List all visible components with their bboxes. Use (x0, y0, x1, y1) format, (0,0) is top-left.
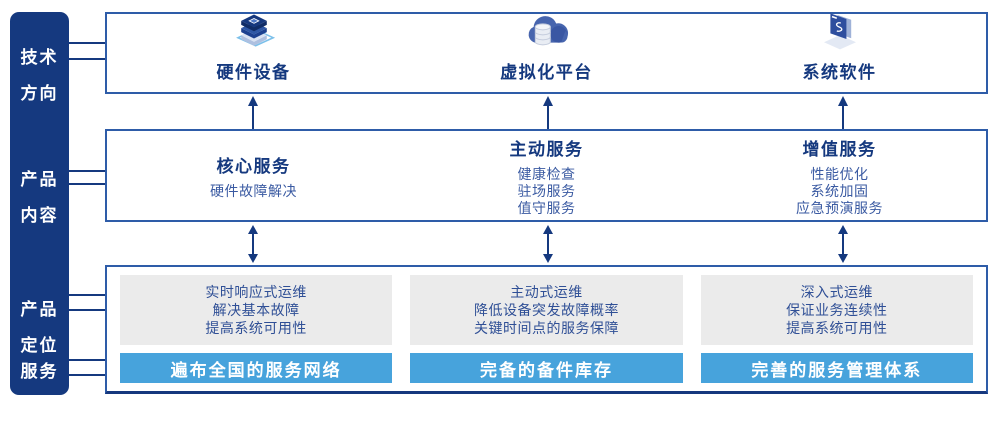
advantage-bar: 完备的备件库存 (410, 353, 683, 383)
sidebar-label-tech-direction: 技术 方向 (10, 31, 69, 121)
sidebar-label-line: 服务 (20, 362, 59, 381)
service-item: 健康检查 (517, 165, 576, 182)
connector-line (69, 374, 106, 376)
double-arrow (246, 225, 260, 263)
sidebar-label-line: 内容 (20, 206, 59, 225)
sidebar-label-line: 方向 (20, 84, 59, 103)
service-column-proactive: 主动服务 健康检查 驻场服务 值守服务 (400, 131, 693, 220)
positioning-panel: 主动式运维 降低设备突发故障概率 关键时间点的服务保障 (410, 275, 683, 345)
product-content-panel: 核心服务 硬件故障解决 主动服务 健康检查 驻场服务 值守服务 增值服务 性能优… (105, 129, 988, 222)
connector-line (69, 183, 106, 185)
service-title: 增值服务 (802, 139, 877, 159)
positioning-line: 降低设备突发故障概率 (473, 302, 619, 318)
category-sidebar: 技术 方向 产品 内容 产品 定位 服务 优势 (10, 12, 69, 417)
service-item: 值守服务 (517, 199, 576, 216)
advantage-bar: 完善的服务管理体系 (700, 353, 973, 383)
service-item: 应急预演服务 (796, 199, 883, 216)
positioning-line: 深入式运维 (800, 284, 874, 300)
connector-line (69, 294, 106, 296)
positioning-line: 提高系统可用性 (205, 320, 307, 336)
sidebar-label-line: 产品 (20, 300, 59, 319)
double-arrow (836, 225, 850, 263)
advantage-bar: 遍布全国的服务网络 (120, 353, 393, 383)
service-item: 系统加固 (810, 182, 869, 199)
sidebar-label-product-positioning: 产品 定位 (10, 283, 69, 373)
service-title: 主动服务 (509, 139, 584, 159)
tech-label: 系统软件 (802, 63, 877, 82)
tech-label: 虚拟化平台 (500, 63, 593, 82)
up-arrow (246, 96, 260, 129)
connector-line (69, 309, 106, 311)
sidebar-label-line: 产品 (20, 170, 59, 189)
software-window-icon (816, 9, 864, 53)
sidebar-label-product-content: 产品 内容 (10, 153, 69, 243)
tech-column-system-software: 系统软件 (693, 13, 986, 92)
tech-label: 硬件设备 (216, 63, 291, 82)
cloud-database-icon (522, 9, 572, 53)
server-stack-icon (230, 8, 278, 53)
tech-direction-panel: 硬件设备 虚拟化平台 (105, 12, 988, 94)
positioning-panel: 实时响应式运维 解决基本故障 提高系统可用性 (120, 275, 393, 345)
service-column-value-added: 增值服务 性能优化 系统加固 应急预演服务 (693, 131, 986, 220)
up-arrow (836, 96, 850, 129)
positioning-advantage-panel: 实时响应式运维 解决基本故障 提高系统可用性 遍布全国的服务网络 主动式运维 降… (105, 265, 988, 394)
up-arrow (541, 96, 555, 129)
bottom-column-realtime: 实时响应式运维 解决基本故障 提高系统可用性 遍布全国的服务网络 (120, 275, 393, 384)
connector-line (69, 42, 106, 44)
sidebar-label-line: 定位 (20, 336, 59, 355)
connector-line (69, 359, 106, 361)
positioning-line: 提高系统可用性 (786, 320, 888, 336)
bottom-column-indepth: 深入式运维 保证业务连续性 提高系统可用性 完善的服务管理体系 (700, 275, 973, 384)
sidebar-label-line: 技术 (20, 48, 59, 67)
positioning-line: 关键时间点的服务保障 (473, 320, 619, 336)
sidebar-label-service-advantage: 服务 优势 (10, 345, 69, 435)
sidebar-label-line: 优势 (20, 398, 59, 417)
positioning-line: 保证业务连续性 (786, 302, 888, 318)
tech-column-virtualization: 虚拟化平台 (400, 14, 693, 92)
service-item: 性能优化 (810, 165, 869, 182)
tech-column-hardware: 硬件设备 (107, 14, 400, 92)
service-title: 核心服务 (216, 156, 291, 176)
positioning-line: 主动式运维 (510, 284, 583, 300)
double-arrow (541, 225, 555, 263)
connector-line (69, 170, 106, 172)
positioning-line: 解决基本故障 (212, 302, 300, 318)
connector-line (69, 58, 106, 60)
positioning-panel: 深入式运维 保证业务连续性 提高系统可用性 (700, 275, 973, 345)
bottom-column-proactive: 主动式运维 降低设备突发故障概率 关键时间点的服务保障 完备的备件库存 (410, 275, 683, 384)
service-item: 硬件故障解决 (210, 182, 297, 199)
service-column-core: 核心服务 硬件故障解决 (107, 131, 400, 220)
service-item: 驻场服务 (517, 182, 576, 199)
positioning-line: 实时响应式运维 (205, 284, 307, 300)
